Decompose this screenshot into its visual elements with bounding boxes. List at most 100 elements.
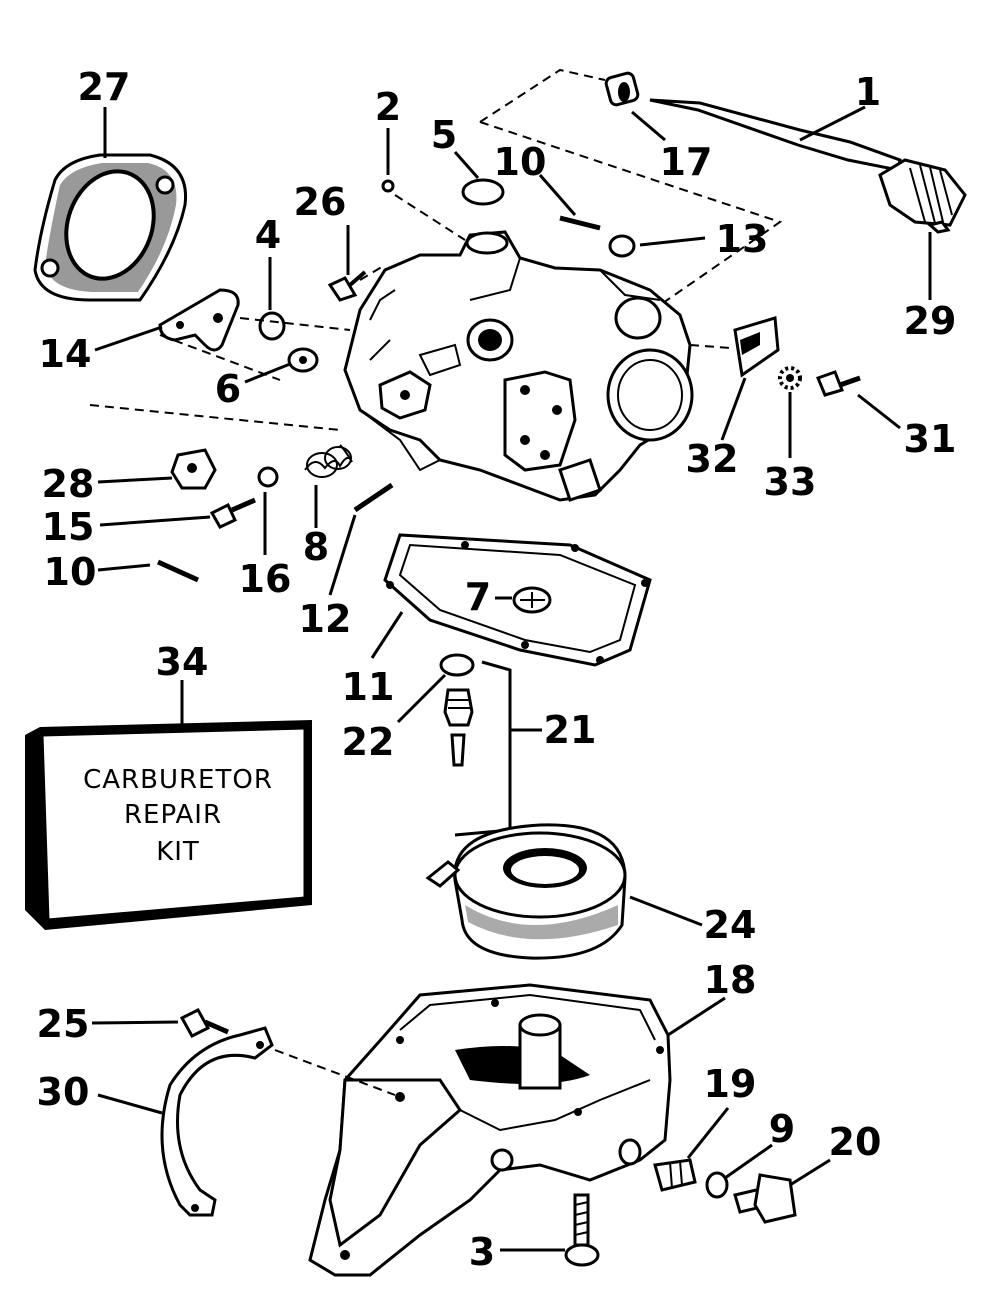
part-27-flange-gasket <box>33 153 188 302</box>
callout-19: 19 <box>704 1062 757 1106</box>
callout-16: 16 <box>239 557 292 601</box>
leader-14 <box>94 325 163 352</box>
callout-17: 17 <box>660 140 713 184</box>
part-12-pin <box>353 482 394 513</box>
part-29-knob <box>878 158 967 234</box>
leader-22 <box>396 673 447 724</box>
callout-4: 4 <box>255 213 281 257</box>
leader-10-upper <box>538 174 577 216</box>
part-10-pin-lower <box>156 559 200 583</box>
callout-11: 11 <box>342 665 395 709</box>
callout-18: 18 <box>704 958 757 1002</box>
callout-7: 7 <box>465 575 491 619</box>
leader-28 <box>97 476 173 484</box>
callout-13: 13 <box>716 217 769 261</box>
dashed-guide-2 <box>394 194 466 241</box>
leader-10-lower <box>97 563 151 572</box>
callout-34: 34 <box>156 640 209 684</box>
leader-12 <box>328 514 357 596</box>
callout-5: 5 <box>431 113 457 157</box>
leader-32 <box>720 377 747 441</box>
part-32-bracket <box>733 316 780 378</box>
leader-5 <box>453 151 480 179</box>
part-14-lever <box>158 288 240 352</box>
callout-10-lower: 10 <box>44 550 97 594</box>
part-3-screw <box>564 1193 600 1267</box>
callout-33: 33 <box>764 460 817 504</box>
kit-label-line1: CARBURETOR <box>83 765 273 795</box>
dashed-guide-14b <box>159 334 281 381</box>
leader-15 <box>99 515 211 527</box>
part-34-repair-kit-box <box>25 720 312 930</box>
dashed-guide-28 <box>89 404 341 431</box>
part-33-star-washer <box>778 366 802 390</box>
leader-19 <box>686 1107 730 1159</box>
part-31-screw <box>816 370 861 397</box>
part-25-screw <box>179 1008 229 1038</box>
callout-27: 27 <box>78 65 131 109</box>
leader-31 <box>857 393 901 430</box>
part-7-clip <box>512 586 552 614</box>
dashed-guide-right <box>479 121 783 306</box>
leader-20 <box>789 1158 831 1187</box>
callout-15: 15 <box>42 505 95 549</box>
part-15-screw <box>209 497 256 529</box>
kit-label-line3: KIT <box>156 837 200 867</box>
callout-9: 9 <box>769 1107 795 1151</box>
leader-25 <box>91 1020 179 1025</box>
callout-32: 32 <box>686 437 739 481</box>
leader-18 <box>667 996 726 1037</box>
callout-12: 12 <box>299 597 352 641</box>
part-19-screw <box>653 1158 697 1192</box>
leader-17 <box>631 110 666 142</box>
part-13-washer <box>608 234 636 258</box>
kit-label-line2: REPAIR <box>124 800 222 830</box>
part-16-washer <box>257 466 279 488</box>
callout-24: 24 <box>704 903 757 947</box>
leader-1 <box>799 105 866 142</box>
callout-6: 6 <box>215 367 241 411</box>
part-28-nut <box>170 448 217 490</box>
carburetor-body <box>343 230 694 502</box>
part-2-ball <box>381 179 395 193</box>
part-26-screw <box>327 270 367 302</box>
leader-24 <box>629 895 703 927</box>
callout-1: 1 <box>855 70 881 114</box>
part-18-bowl-base <box>308 983 672 1277</box>
part-17-bushing <box>604 71 640 107</box>
part-6-clip <box>287 347 319 373</box>
callout-2: 2 <box>375 85 401 129</box>
leader-9 <box>724 1143 773 1180</box>
part-22-washer <box>439 653 475 677</box>
callout-20: 20 <box>829 1120 882 1164</box>
dashed-guide-25 <box>274 1049 396 1096</box>
bracket-21 <box>454 660 512 837</box>
callout-3: 3 <box>469 1230 495 1274</box>
part-20-bolt <box>733 1173 797 1224</box>
part-21-needle-seat <box>443 688 474 767</box>
callout-29: 29 <box>904 299 957 343</box>
callout-26: 26 <box>294 180 347 224</box>
callout-30: 30 <box>37 1070 90 1114</box>
leader-6 <box>244 362 291 384</box>
callout-28: 28 <box>42 462 95 506</box>
callout-8: 8 <box>303 525 329 569</box>
callout-21: 21 <box>544 708 597 752</box>
callout-31: 31 <box>904 417 957 461</box>
leader-30 <box>97 1093 163 1115</box>
part-8-spring <box>304 444 353 478</box>
dashed-guide-14 <box>239 317 351 331</box>
dashed-guide-26 <box>359 264 386 281</box>
callout-22: 22 <box>342 720 395 764</box>
part-5-plug <box>461 178 505 206</box>
dashed-guide-32 <box>689 344 731 349</box>
part-30-clamp <box>160 1026 274 1217</box>
leader-11 <box>370 611 404 659</box>
part-24-float <box>425 823 627 960</box>
leader-13 <box>639 236 706 247</box>
dashed-guide-top <box>479 68 606 123</box>
callout-14: 14 <box>39 332 92 376</box>
part-10-pin-upper <box>559 215 601 231</box>
part-9-washer <box>705 1171 729 1199</box>
